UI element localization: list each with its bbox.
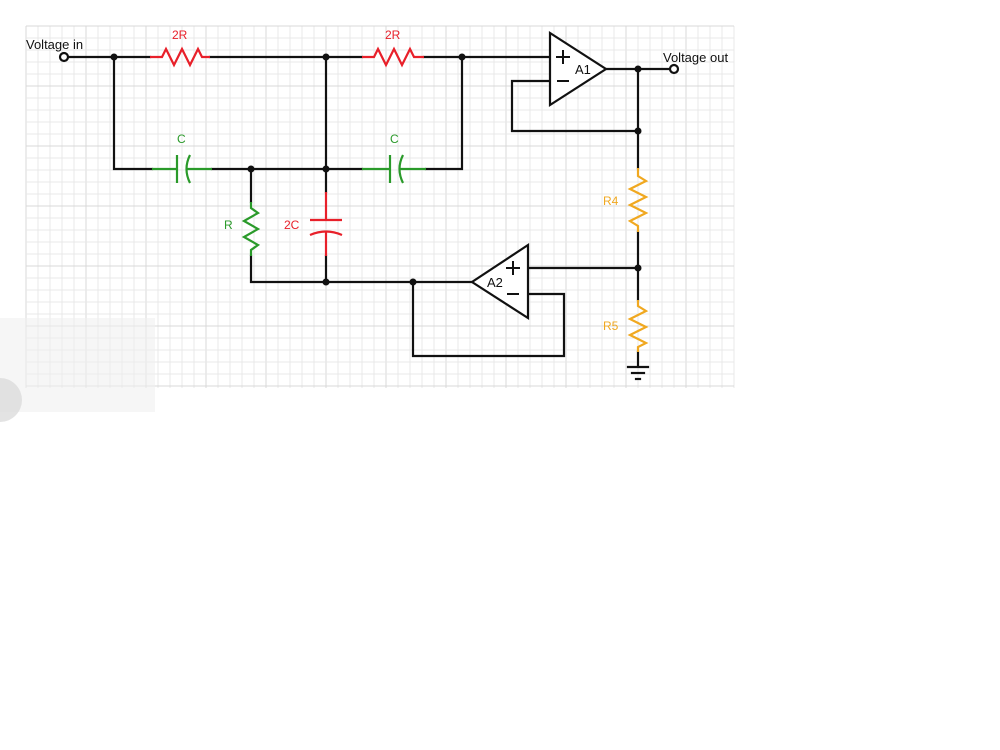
background-grid xyxy=(25,25,735,388)
output-terminal xyxy=(668,63,680,75)
wires xyxy=(62,55,672,368)
label-c-right: C xyxy=(390,132,399,146)
capacitor-c-right xyxy=(362,154,426,184)
input-label: Voltage in xyxy=(26,37,83,52)
ground-symbol xyxy=(626,365,650,381)
output-label: Voltage out xyxy=(663,50,728,65)
label-2r-left: 2R xyxy=(172,28,188,42)
label-a2: A2 xyxy=(487,275,503,290)
wire-right-drop xyxy=(424,55,464,171)
resistor-r4 xyxy=(627,168,649,232)
wire-a2-feedback xyxy=(411,280,566,358)
resistor-2r-left xyxy=(150,46,210,68)
background-smudge xyxy=(0,318,155,422)
opamp-a2 xyxy=(469,242,530,321)
label-r5: R5 xyxy=(603,319,619,333)
label-r-shunt: R xyxy=(224,218,233,232)
opamp-a1 xyxy=(548,30,609,108)
label-2r-right: 2R xyxy=(385,28,401,42)
capacitor-c-left xyxy=(152,154,212,184)
label-2c: 2C xyxy=(284,218,300,232)
label-c-left: C xyxy=(177,132,186,146)
label-a1: A1 xyxy=(575,62,591,77)
junction-dots xyxy=(110,53,642,286)
wire-a1-feedback xyxy=(510,79,640,133)
wire-bottom-rail xyxy=(249,254,474,284)
input-terminal xyxy=(58,51,70,63)
capacitor-2c xyxy=(309,192,343,256)
resistor-r-shunt xyxy=(241,202,261,256)
resistor-2r-right xyxy=(362,46,424,68)
label-r4: R4 xyxy=(603,194,619,208)
wire-left-drop xyxy=(112,55,154,171)
resistor-r5 xyxy=(627,300,649,352)
